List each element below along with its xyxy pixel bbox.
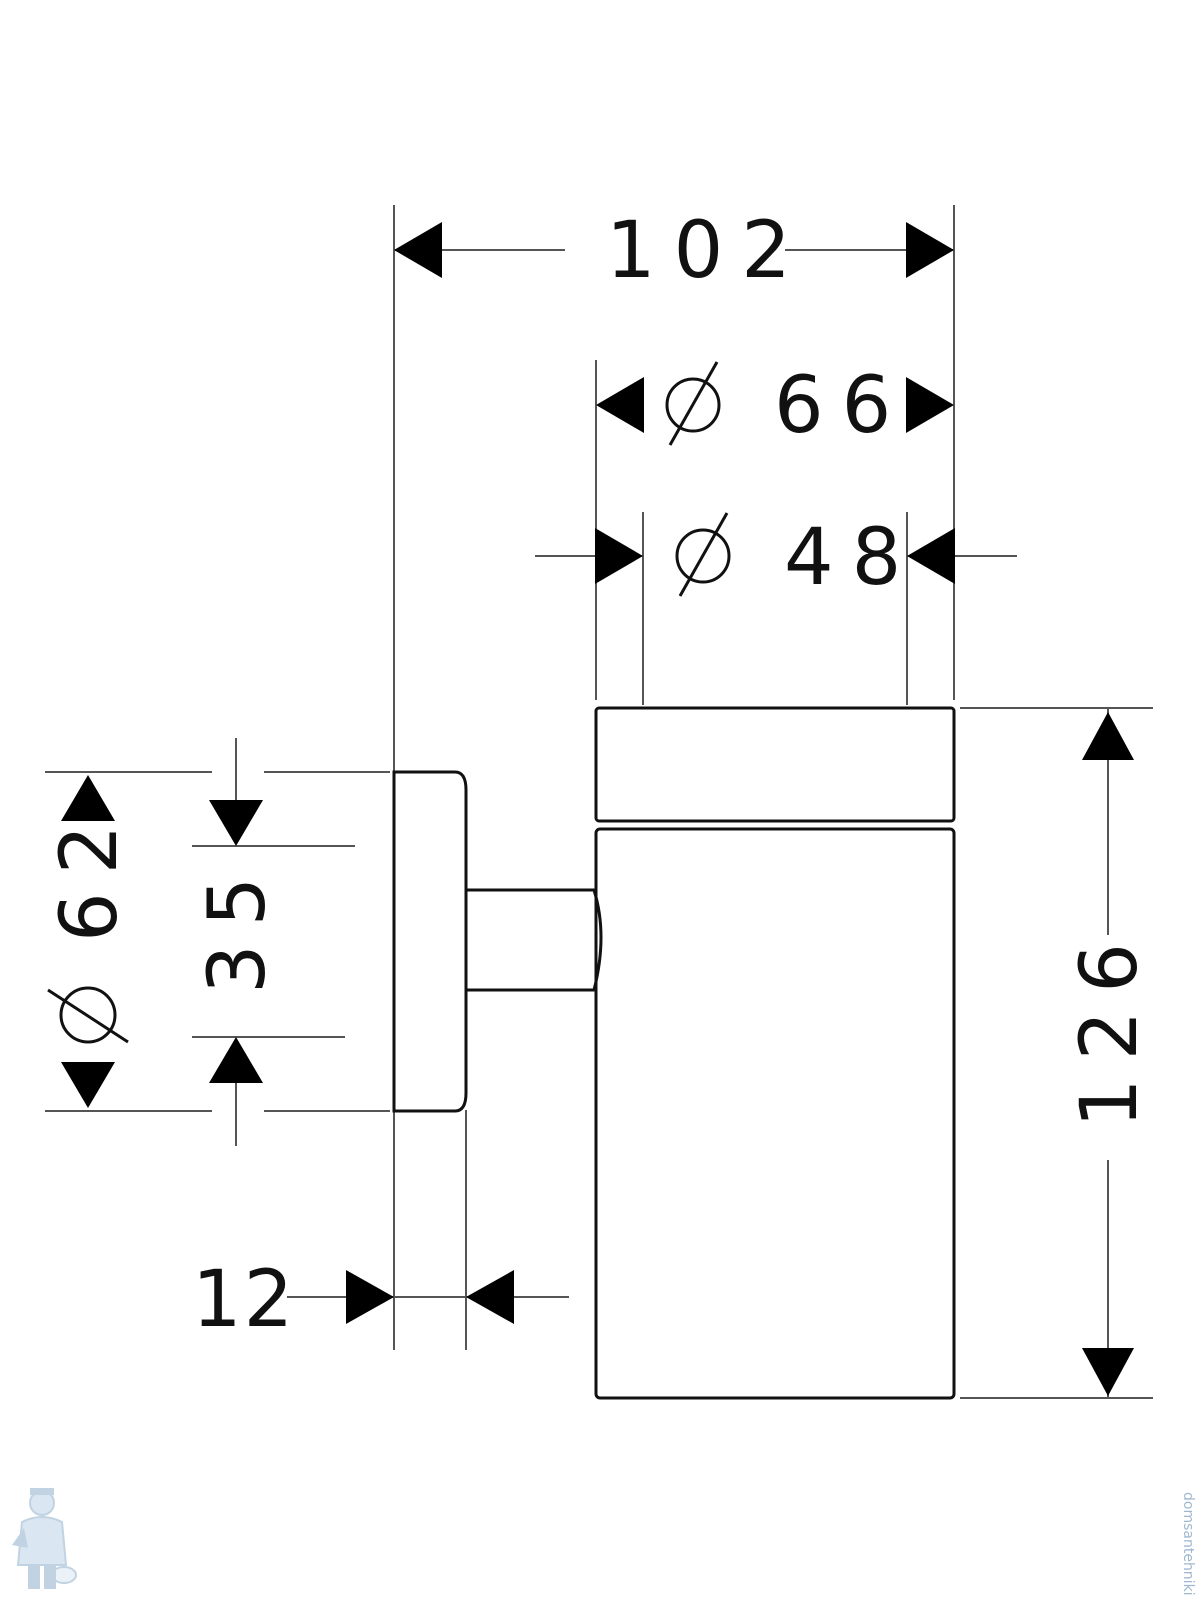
dimension-rosette-spacing: 35 [193,738,283,1146]
plumber-mascot-icon [12,1488,77,1589]
watermark-text: domsantehniki [1180,1492,1196,1596]
holder-arm [466,888,603,992]
extension-lines [45,205,1153,1399]
dimension-overall-width: 102 [394,206,954,296]
dimension-rosette-depth: 12 [192,1255,569,1345]
rosette-depth-label: 12 [192,1255,295,1345]
diameter-icon [665,361,721,446]
dimension-outer-diameter: 66 [596,361,954,451]
outer-diameter-label: 66 [774,361,909,451]
glass-rim [594,706,956,823]
height-label: 126 [1065,925,1155,1128]
dimension-inner-diameter: 48 [535,512,1017,603]
diameter-icon [47,986,129,1044]
inner-diameter-label: 48 [784,513,919,603]
diameter-icon [675,512,731,597]
dimension-rosette-diameter: 62 [45,775,135,1108]
wall-rosette [392,770,468,1113]
overall-width-label: 102 [606,206,809,296]
dimension-height: 126 [1065,708,1155,1398]
glass-body [594,827,956,1400]
rosette-spacing-label: 35 [193,859,283,994]
product-outline [392,706,956,1400]
rosette-diameter-label: 62 [45,807,135,942]
